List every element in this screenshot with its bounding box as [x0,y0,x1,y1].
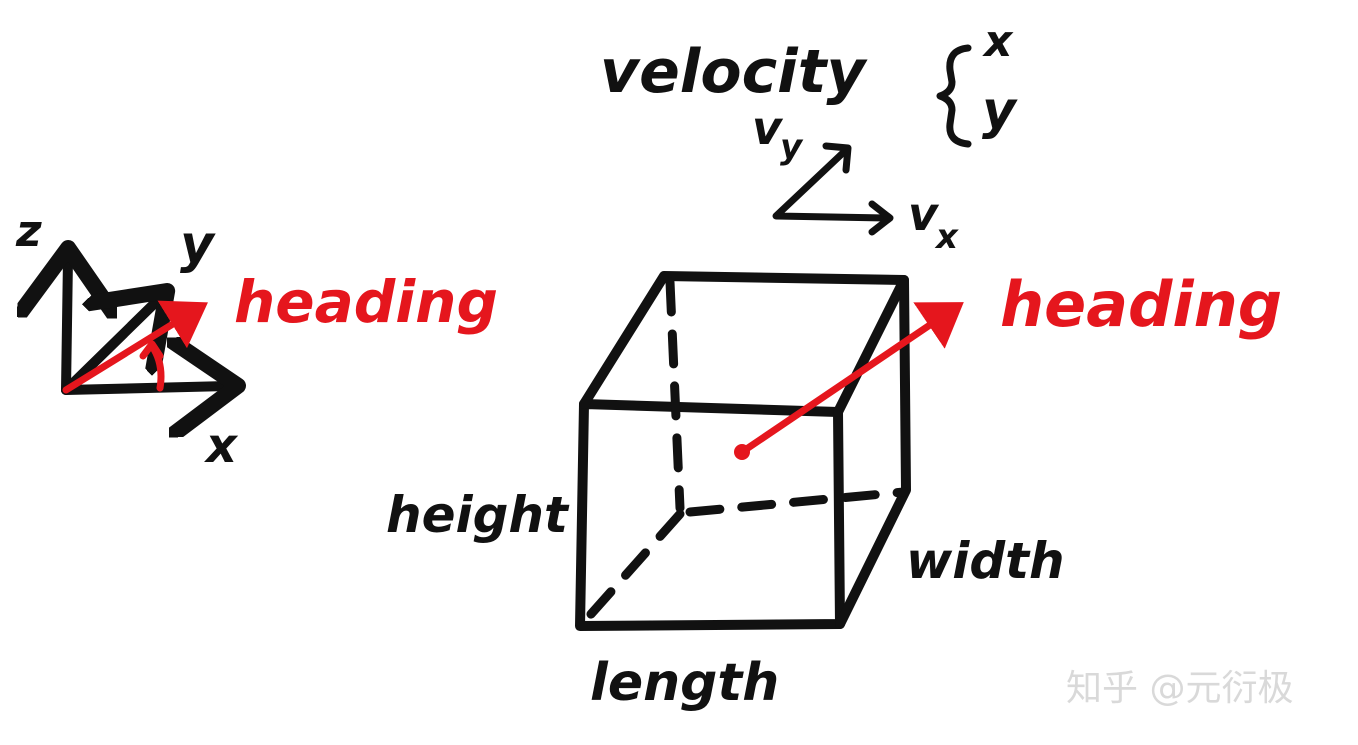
watermark-text: 知乎 @元衍极 [1066,668,1293,709]
heading-arrow-small [62,300,208,394]
cube-hidden-edge-diagonal [579,509,685,627]
cube-hidden-edge-vertical [665,277,685,513]
heading-angle-tick [139,340,164,360]
x-axis-arrow [61,386,228,390]
vx-label-main: v [908,187,940,241]
velocity-component-y: y [982,81,1018,141]
z-axis-arrow [66,258,68,395]
cube-top-face [579,271,909,417]
cube-hidden-edge-horizontal [685,487,909,517]
width-label: width [906,532,1065,590]
bounding-box-cube: heading height width length [386,268,1282,713]
coordinate-axes-sketch: z y x heading [15,206,498,474]
velocity-brace [936,44,972,148]
y-axis-label: y [180,215,216,275]
vx-arrowhead [868,200,894,236]
vy-label-sub: y [780,127,804,167]
heading-label-left: heading [234,268,498,336]
z-axis-label: z [15,206,42,257]
vy-label-main: v [752,101,784,155]
length-label: length [590,653,779,713]
heading-label-right: heading [1000,268,1282,341]
vx-label: vx [908,187,959,257]
vx-label-sub: x [934,217,959,257]
x-axis-label: x [204,418,239,474]
heading-arrow-box [738,302,964,456]
velocity-axes [772,146,890,222]
cube-front-face [575,399,845,631]
velocity-annotation: velocity x y vy vx [600,16,1018,257]
velocity-component-x: x [982,16,1014,67]
vy-arrowhead [822,142,852,174]
y-axis-arrow [61,298,160,395]
height-label: height [386,486,570,544]
vy-label: vy [752,101,804,167]
velocity-title: velocity [600,37,868,107]
